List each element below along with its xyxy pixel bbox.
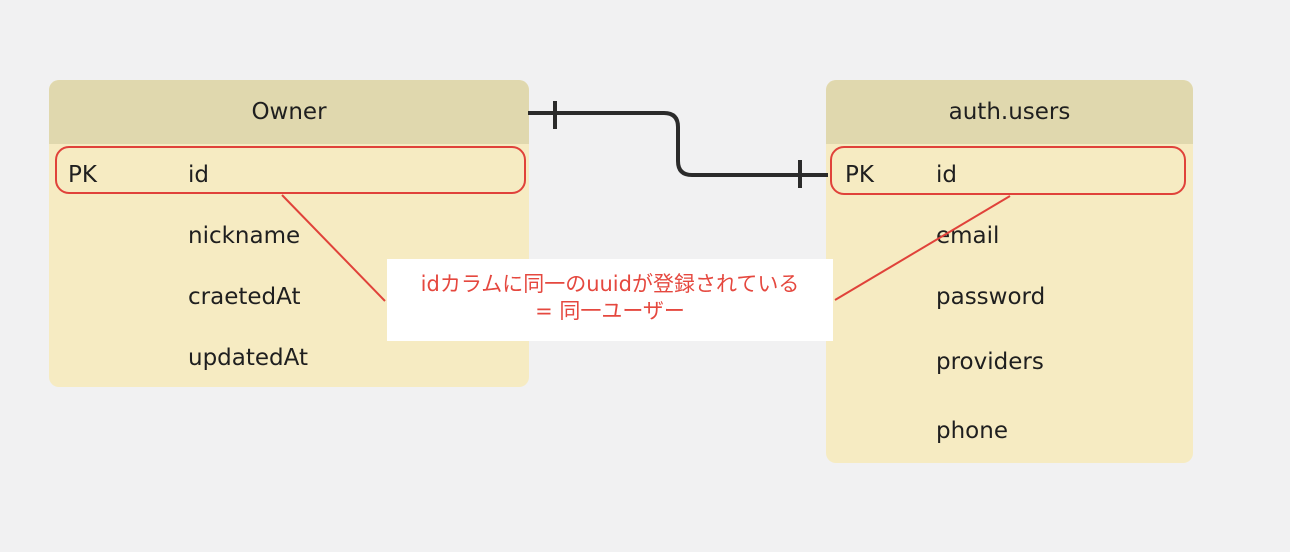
auth-users-entity-title: auth.users — [826, 80, 1193, 144]
note-line-2: = 同一ユーザー — [535, 299, 685, 323]
auth-users-pk-label: PK — [845, 162, 874, 188]
auth-users-field-password: password — [936, 284, 1046, 310]
auth-users-field-id: id — [936, 162, 957, 188]
auth-users-field-email: email — [936, 223, 1000, 249]
note-line-1: idカラムに同一のuuidが登録されている — [420, 272, 800, 296]
owner-entity-title: Owner — [49, 80, 529, 144]
auth-users-field-providers: providers — [936, 349, 1044, 375]
same-user-note: idカラムに同一のuuidが登録されている = 同一ユーザー — [387, 259, 833, 341]
owner-pk-label: PK — [68, 162, 97, 188]
owner-id-highlight — [55, 146, 526, 194]
auth-users-entity[interactable]: auth.users PK id email password provider… — [826, 80, 1193, 463]
owner-entity[interactable]: Owner PK id nickname craetedAt updatedAt — [49, 80, 529, 387]
relationship-line — [528, 111, 828, 177]
owner-field-updatedat: updatedAt — [188, 345, 308, 371]
owner-field-id: id — [188, 162, 209, 188]
auth-users-id-highlight — [830, 146, 1186, 195]
owner-field-craetedat: craetedAt — [188, 284, 301, 310]
owner-field-nickname: nickname — [188, 223, 301, 249]
auth-users-field-phone: phone — [936, 418, 1008, 444]
